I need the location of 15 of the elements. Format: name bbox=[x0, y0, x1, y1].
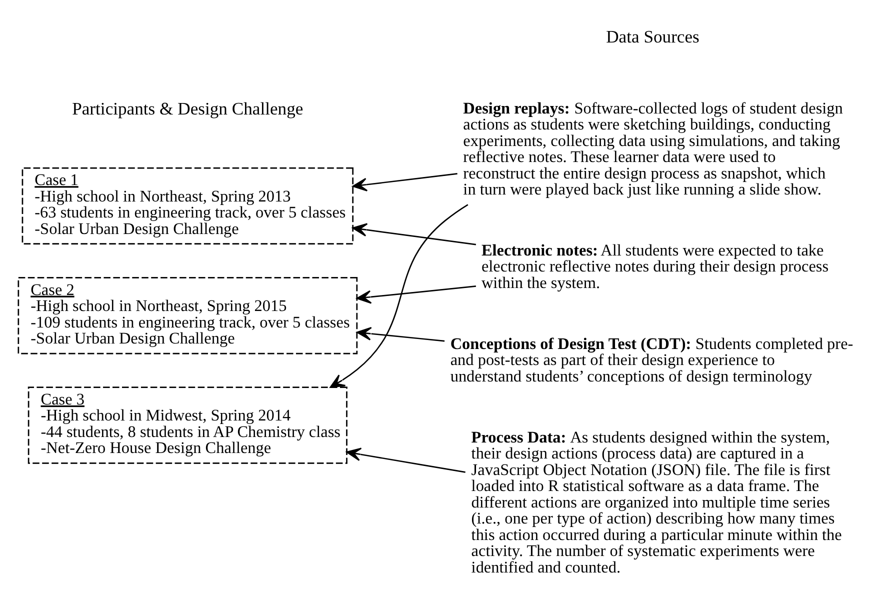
arrow bbox=[356, 326, 445, 342]
arrow bbox=[352, 173, 458, 192]
label: Data Sources bbox=[606, 26, 700, 47]
node-text: Conceptions of Design Test (CDT): Students completed pre- and post-tests as part of their design experience to understand students’ conceptions of design terminology bbox=[450, 334, 854, 386]
node-text: Process Data: As students designed within the system, their design actions (process data) are captured in a JavaScript Object Notation (JSON) file. The file is first loaded into R statistical software as a data frame. The different actions are organized into multiple time series (i.e., one per type of action) describing how many times this action occurred during a particular minute within the activity. The number of systematic experiments were identified and counted. bbox=[471, 428, 842, 576]
node-text: Electronic notes: All students were expected to take electronic reflective notes during their design process within the system. bbox=[481, 241, 829, 292]
node-box: Case 2 -High school in Northeast, Spring 2015 -109 students in engineering track, over 5 classes -Solar Urban Design Challenge bbox=[18, 277, 358, 354]
label: Participants & Design Challenge bbox=[72, 98, 304, 118]
node-box: Case 3 -High school in Midwest, Spring 2014 -44 students, 8 students in AP Chemistry class -Net-Zero House Design Challenge bbox=[28, 386, 348, 464]
arrow bbox=[346, 448, 466, 473]
arrow bbox=[352, 223, 476, 246]
node-box: Case 1 -High school in Northeast, Spring 2013 -63 students in engineering track, over 5 classes -Solar Urban Design Challenge bbox=[22, 167, 354, 245]
node-text: Design replays: Software-collected logs of student design actions as students were sketching buildings, conducting experiments, collecting data using simulations, and taking reflective notes. These learner data were used to reconstruct the entire design process as snapshot, which in turn were played back just like running a slide show. bbox=[463, 99, 843, 199]
arrow bbox=[330, 204, 468, 388]
arrow bbox=[356, 286, 476, 304]
